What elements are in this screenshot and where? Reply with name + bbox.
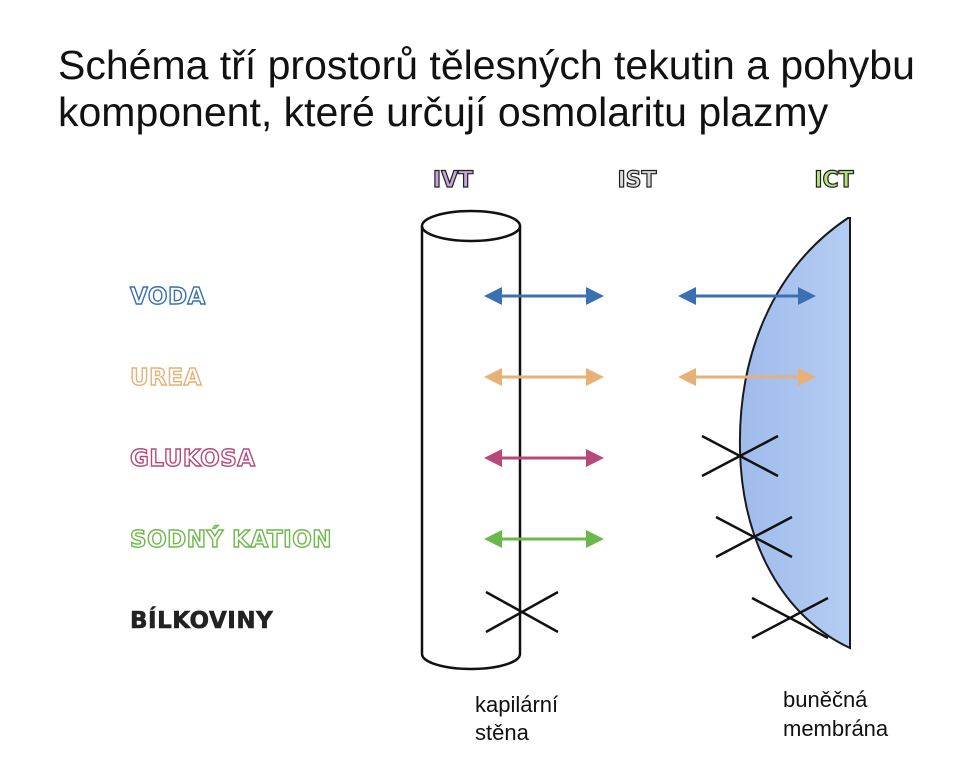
cell-membrane-block-mark [715,515,793,559]
cell-body [738,217,851,650]
capillary-wall-arrow [484,287,604,305]
capillary-tube [420,209,522,671]
column-ict: ICT [814,168,853,193]
component-row: SODNÝ KATION [129,515,793,559]
component-row: GLUKOSA [129,434,779,478]
caption-membrane-line1: buněčná [783,687,868,712]
capillary-wall-block-mark [485,590,559,634]
column-ist: IST [617,168,656,193]
component-row: VODA [129,283,816,311]
capillary-wall-arrow [484,530,604,548]
component-rows: VODA UREA GLUKOSA SODNÝ KATION BÍLKOVINY [129,283,829,640]
diagram-title: Schéma tří prostorů tělesných tekutin a … [58,42,938,136]
cell-membrane-block-mark [701,434,779,478]
caption-capillary-line1: kapilární [475,692,558,717]
component-label: BÍLKOVINY [130,606,273,634]
column-ivt: IVT [433,168,473,193]
caption-membrane-line2: membrána [783,716,889,741]
caption-capillary-line2: stěna [475,720,530,745]
component-label: UREA [130,365,202,391]
cell-membrane-arrow [678,368,816,386]
component-label: VODA [130,284,206,310]
title-line-2: komponent, které určují osmolaritu plazm… [58,89,829,135]
capillary-wall-arrow [484,368,604,386]
cell-membrane-arrow [678,287,816,305]
component-label: SODNÝ KATION [130,525,332,553]
component-row: BÍLKOVINY [130,590,829,640]
cell-membrane-block-mark [751,596,829,640]
component-label: GLUKOSA [130,446,256,472]
capillary-wall-arrow [484,449,604,467]
component-row: UREA [129,364,816,392]
title-line-1: Schéma tří prostorů tělesných tekutin a … [58,42,915,88]
